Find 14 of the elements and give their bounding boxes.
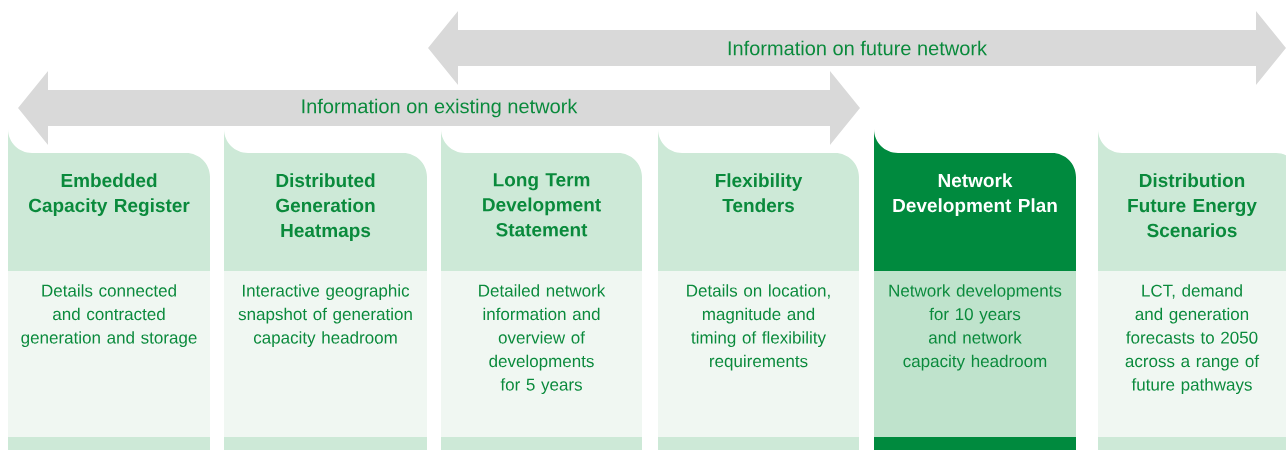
info-card: Embedded Capacity Register Details connected and contracted generation and storage <box>8 129 210 450</box>
info-card: Flexibility Tenders Details on location, magnitude and timing of flexibility requirements <box>658 129 859 450</box>
info-card: Network Development Plan Network developments for 10 years and network capacity headroom <box>874 129 1076 450</box>
info-card: Distribution Future Energy Scenarios LCT, demand and generation forecasts to 2050 across a range of future pathways <box>1098 129 1286 450</box>
node-label: Flexibility Tenders <box>715 173 803 213</box>
node-label: Network Development Plan <box>893 173 1057 216</box>
node-label: Long Term Development Statement <box>483 173 601 237</box>
node-label: Distributed Generation Heatmaps <box>276 173 375 241</box>
info-card: Long Term Development Statement Detailed network information and overview of developments for 5 years <box>441 129 642 450</box>
arrow-label: Information on existing network <box>302 98 578 118</box>
node-label: Embedded Capacity Register <box>29 173 190 216</box>
info-card: Distributed Generation Heatmaps Interactive geographic snapshot of generation capacity headroom <box>224 129 427 450</box>
node-label: Distribution Future Energy Scenarios <box>1128 173 1257 238</box>
arrow-label: Information on future network <box>728 40 988 56</box>
